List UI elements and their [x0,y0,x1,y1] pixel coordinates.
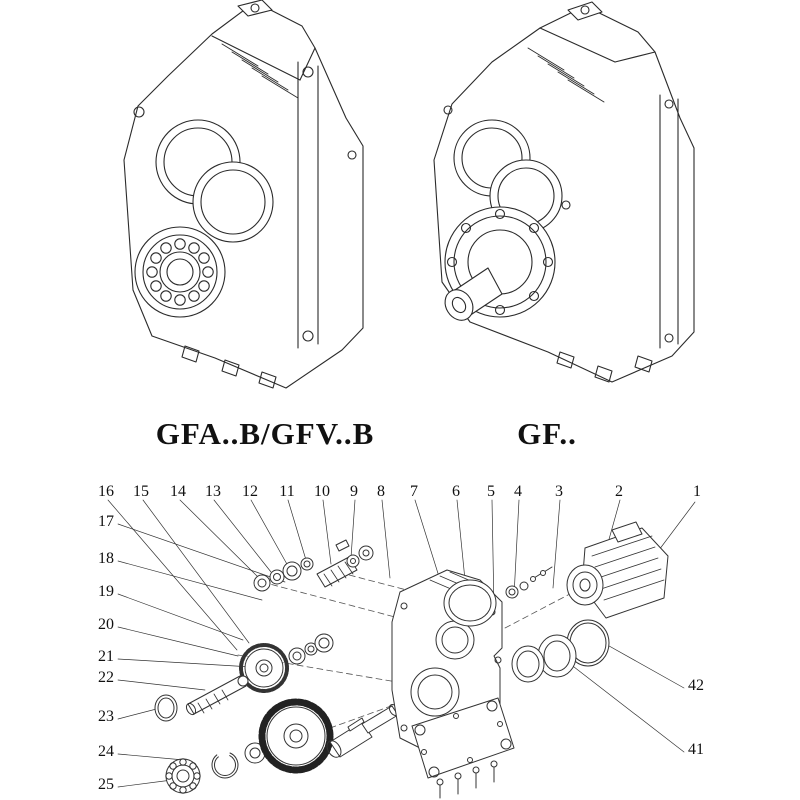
callout-8: 8 [377,483,385,500]
callout-22: 22 [98,669,114,686]
leader-lines [107,499,696,788]
callout-42: 42 [688,677,704,694]
callout-5: 5 [487,483,495,500]
cover-plate [411,697,515,799]
callout-16: 16 [98,483,114,500]
gearbox-drawing-gfab [123,0,364,389]
callout-21: 21 [98,648,114,665]
product-drawings [123,0,695,389]
callout-13: 13 [205,483,221,500]
callout-1: 1 [693,483,701,500]
callout-3: 3 [555,483,563,500]
model-label-gfab: GFA..B/GFV..B [155,416,375,451]
output-gear [258,698,334,774]
callout-18: 18 [98,550,114,567]
callout-9: 9 [350,483,358,500]
callout-20: 20 [98,616,114,633]
callout-7: 7 [410,483,418,500]
callout-4: 4 [514,483,522,500]
seal-ring-stack [511,619,610,683]
callout-19: 19 [98,583,114,600]
pinion-shaft [185,675,249,716]
model-label-gf: GF.. [517,416,577,451]
callout-6: 6 [452,483,460,500]
callout-17: 17 [98,513,114,530]
gasket-ring [443,579,497,627]
gearbox-drawing-gf [433,1,695,383]
callout-24: 24 [98,743,114,760]
input-shaft-parts [253,539,374,592]
callout-41: 41 [688,741,704,758]
retaining-ring [154,694,178,722]
callout-11: 11 [279,483,295,500]
callout-10: 10 [314,483,330,500]
intermediate-gear-parts [239,633,334,693]
callout-2: 2 [615,483,623,500]
callout-25: 25 [98,776,114,793]
callout-15: 15 [133,483,149,500]
fastener-parts [505,566,553,599]
callout-23: 23 [98,708,114,725]
motor [566,521,669,619]
bottom-bearing-parts [165,737,289,794]
callout-14: 14 [170,483,186,500]
callout-12: 12 [242,483,258,500]
output-shaft [326,703,400,758]
